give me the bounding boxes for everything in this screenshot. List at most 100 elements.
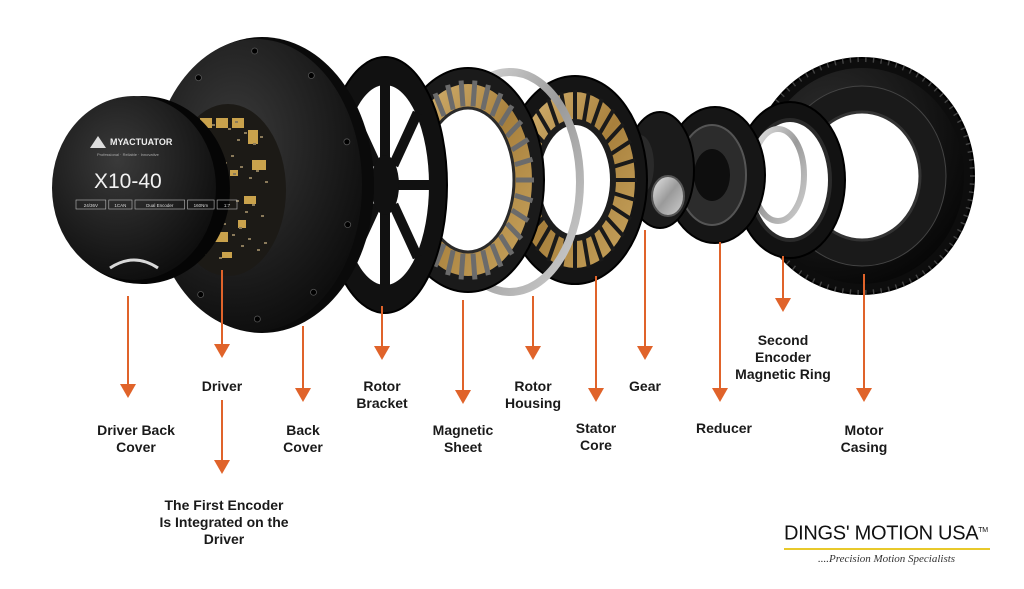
- arrow-head: [214, 344, 230, 358]
- casing-tooth: [933, 87, 939, 92]
- label-second-encoder: Second Encoder Magnetic Ring: [735, 332, 831, 382]
- pcb-component: [249, 177, 252, 179]
- label-first-encoder: The First Encoder Is Integrated on the D…: [159, 497, 289, 547]
- magnet-segment: [458, 253, 466, 280]
- product-model: X10-40: [94, 170, 162, 193]
- pcb-component: [257, 249, 260, 251]
- magnet-segment: [480, 249, 491, 276]
- casing-tooth: [880, 288, 883, 294]
- pcb-component: [237, 139, 240, 141]
- arrow-head: [775, 298, 791, 312]
- label-stator-core: Stator Core: [575, 420, 617, 453]
- stator-tooth: [609, 204, 632, 221]
- arrow-head: [455, 390, 471, 404]
- pcb-component: [245, 211, 248, 213]
- casing-tooth: [965, 142, 971, 146]
- magnet-segment: [510, 207, 530, 223]
- stator-tooth: [581, 238, 591, 269]
- casing-tooth: [960, 126, 966, 131]
- product-brand: MYACTUATOR: [110, 137, 173, 147]
- casing-tooth: [819, 65, 823, 71]
- magnet-segment: [445, 84, 456, 111]
- casing-tooth: [880, 58, 883, 64]
- casing-tooth: [798, 270, 803, 276]
- dings-motion-logo: DINGS' MOTION USATM ....Precision Motion…: [784, 520, 996, 565]
- pcb-component: [233, 173, 236, 175]
- casing-tooth: [872, 289, 875, 295]
- spec-box: [216, 199, 238, 210]
- arrow-head: [295, 388, 311, 402]
- casing-tooth: [968, 191, 974, 194]
- casing-tooth: [774, 98, 780, 104]
- logo-underline: [784, 547, 990, 550]
- stator-tooth: [613, 158, 637, 169]
- mounting-hole: [195, 74, 202, 82]
- pcb-component: [212, 124, 215, 126]
- magnet-segment: [505, 119, 524, 139]
- pcb-component: [219, 257, 222, 259]
- casing-tooth: [826, 284, 830, 290]
- casing-tooth: [967, 199, 973, 202]
- label-back-cover: Back Cover: [283, 422, 323, 455]
- stator-tooth: [581, 91, 591, 122]
- pcb-chip: [222, 252, 232, 258]
- stator-tooth: [613, 191, 637, 202]
- pcb-chip: [252, 160, 266, 170]
- arrow-head: [712, 388, 728, 402]
- casing-tooth: [833, 286, 837, 292]
- stator-tooth: [534, 108, 552, 135]
- stator-tooth: [598, 225, 616, 252]
- stator-tooth: [604, 216, 625, 238]
- logo-name: DINGS' MOTION USATM: [784, 522, 988, 545]
- casing-tooth: [948, 105, 954, 110]
- pcb-chip: [248, 130, 258, 144]
- casing-tooth: [833, 60, 837, 66]
- spec-box: [134, 199, 185, 210]
- pcb-component: [253, 143, 256, 145]
- pcb-component: [239, 227, 242, 229]
- casing-tooth: [811, 278, 816, 284]
- casing-tooth: [785, 87, 791, 92]
- casing-tooth: [785, 260, 791, 265]
- casing-tooth: [965, 206, 971, 210]
- label-rotor-bracket: Rotor Bracket: [356, 378, 408, 411]
- pcb-component: [240, 166, 243, 168]
- mounting-hole: [253, 315, 261, 323]
- label-driver: Driver: [201, 378, 243, 394]
- casing-tooth: [933, 260, 939, 265]
- casing-tooth: [887, 286, 891, 292]
- pcb-component: [252, 204, 255, 206]
- casing-tooth: [819, 281, 823, 287]
- pcb-component: [260, 136, 263, 138]
- casing-tooth: [804, 72, 809, 78]
- mounting-hole: [307, 72, 315, 79]
- casing-tooth: [927, 81, 933, 87]
- pcb-component: [231, 155, 234, 157]
- casing-tooth: [841, 58, 844, 64]
- mounting-hole: [251, 47, 259, 55]
- product-tagline: Professional · Reliable · Innovative: [97, 152, 160, 157]
- spec-text: 24/36V: [84, 203, 98, 208]
- bracket-spoke: [388, 110, 423, 168]
- pcb-component: [244, 132, 247, 134]
- label-rotor-housing: Rotor Housing: [505, 378, 561, 411]
- magnet-segment: [489, 92, 504, 117]
- casing-tooth: [908, 278, 913, 284]
- pcb-component: [232, 234, 235, 236]
- spec-text: Dual Encoder: [146, 203, 174, 208]
- label-reducer: Reducer: [695, 420, 753, 436]
- casing-tooth: [948, 242, 954, 247]
- arrow-head: [214, 460, 230, 474]
- pcb-chip: [214, 232, 228, 242]
- driver-back-cover-part: MYACTUATOR Professional · Reliable · Inn…: [52, 96, 238, 284]
- casing-tooth: [894, 284, 898, 290]
- magnet-segment: [489, 243, 504, 268]
- casing-tooth: [872, 57, 875, 63]
- pcb-component: [235, 121, 238, 123]
- mounting-hole: [197, 291, 205, 298]
- casing-tooth: [939, 92, 944, 98]
- arrow-head: [856, 388, 872, 402]
- pcb-component: [248, 238, 251, 240]
- myactuator-logo: MYACTUATOR Professional · Reliable · Inn…: [90, 136, 173, 157]
